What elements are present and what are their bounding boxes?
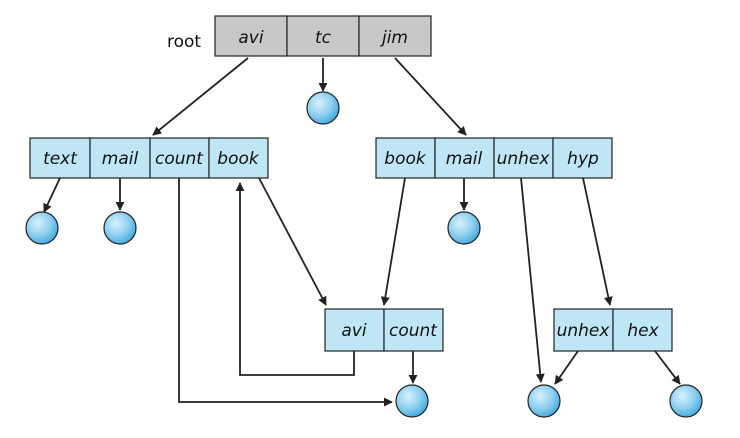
avi-directory: text mail count book <box>29 137 269 179</box>
avi-entry-mail: mail <box>102 149 139 169</box>
root-label: root <box>167 32 201 52</box>
jim-entry-unhex-cell[interactable] <box>493 137 554 179</box>
jim-mail-file-node[interactable] <box>447 211 481 245</box>
jim-entry-hyp-cell[interactable] <box>552 137 613 179</box>
jim-entry-hyp: hyp <box>567 149 599 169</box>
edges <box>43 57 681 407</box>
root-entry-avi: avi <box>238 28 263 48</box>
root-directory: avi tc jim <box>214 15 432 57</box>
root-entry-avi-cell[interactable] <box>214 15 288 57</box>
edge-avi-text <box>43 177 61 213</box>
root-entry-tc: tc <box>315 28 332 48</box>
edge-root-avi <box>152 57 249 136</box>
hex-file-node[interactable] <box>669 384 703 418</box>
file-nodes <box>25 91 703 418</box>
shared-entry-count: count <box>389 321 438 341</box>
edge-jim-unhex <box>520 177 545 383</box>
text-file-node[interactable] <box>25 211 59 245</box>
tc-file-node[interactable] <box>306 91 340 125</box>
edge-hyp-unhex <box>554 350 579 385</box>
hyp-directory: unhex hex <box>553 308 673 352</box>
avi-mail-file-node[interactable] <box>103 211 137 245</box>
hyp-entry-unhex-cell[interactable] <box>553 308 614 352</box>
edge-jim-book <box>380 177 406 306</box>
shared-directory: avi count <box>324 308 444 352</box>
avi-entry-count: count <box>155 149 204 169</box>
jim-directory: book mail unhex hyp <box>375 137 613 179</box>
edge-hyp-hex <box>654 350 681 385</box>
jim-entry-book: book <box>384 149 427 169</box>
shared-entry-avi-cell[interactable] <box>324 308 385 352</box>
avi-entry-text: text <box>43 149 78 169</box>
avi-entry-book-cell[interactable] <box>208 137 269 179</box>
root-entry-tc-cell[interactable] <box>286 15 360 57</box>
avi-entry-count-cell[interactable] <box>149 137 210 179</box>
hyp-entry-hex: hex <box>627 321 659 341</box>
hyp-entry-unhex: unhex <box>557 321 611 341</box>
avi-entry-book: book <box>217 149 260 169</box>
edge-root-jim <box>394 57 467 136</box>
edge-jim-hyp <box>582 177 613 306</box>
unhex-file-node[interactable] <box>527 384 561 418</box>
jim-entry-unhex: unhex <box>497 149 551 169</box>
root-entry-jim: jim <box>380 28 408 48</box>
edge-avi-book <box>258 177 327 306</box>
jim-entry-mail: mail <box>446 149 483 169</box>
edge-avi-count <box>178 178 393 407</box>
count-file-node[interactable] <box>395 384 429 418</box>
shared-entry-avi: avi <box>341 321 366 341</box>
root-entry-jim-cell[interactable] <box>358 15 432 57</box>
edge-shared-avi <box>235 182 355 376</box>
hyp-entry-hex-cell[interactable] <box>612 308 673 352</box>
jim-entry-book-cell[interactable] <box>375 137 436 179</box>
